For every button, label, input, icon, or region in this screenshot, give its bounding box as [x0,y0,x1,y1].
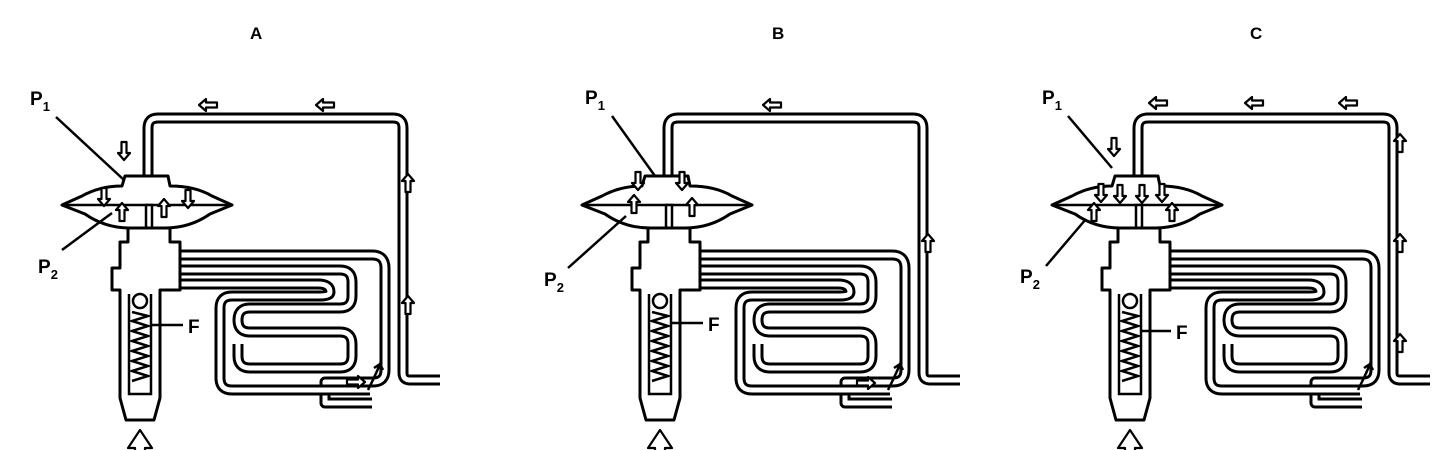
panel-c-f-label: F [1176,323,1188,344]
panel-c-title: C [1250,24,1262,43]
panel-c-p1-leader [1067,115,1113,169]
panel-a: A P1 P2 F [30,24,440,450]
panel-b-flow-arrow [761,97,783,113]
panel-a-flow-arrow [314,97,336,113]
panel-c-p2-leader [1045,218,1087,267]
panel-b-p2-label: P2 [544,270,564,295]
panel-a-p1-leader [55,116,125,181]
panel-c-p1-label: P1 [1042,88,1062,113]
panel-b-title: B [772,24,784,43]
panel-c-flow-arrow [1147,95,1169,111]
panel-a-p1-label: P1 [30,89,50,114]
panel-b-valve-assembly [582,118,960,450]
panel-a-valve-assembly [62,118,440,450]
panel-a-title: A [250,24,262,43]
panel-b-f-label: F [708,315,720,336]
panel-b-p2-leader [567,215,627,269]
panel-c: C P1 P2 F [1020,24,1430,450]
panel-c-flow-arrow [1243,95,1265,111]
panel-a-pressure-arrow [116,140,132,162]
panel-b-p1-label: P1 [585,88,605,113]
panel-c-flow-arrow [1337,95,1359,111]
panel-a-p2-leader [61,211,113,252]
panel-c-p2-label: P2 [1020,267,1040,292]
panel-a-f-label: F [188,317,200,338]
panel-c-valve-assembly [1052,118,1430,450]
panel-a-flow-arrow [197,97,219,113]
panel-a-p2-label: P2 [38,257,58,282]
panel-c-pressure-arrow [1106,136,1122,158]
panel-b-p1-leader [610,115,657,177]
panel-b: B P1 P2 F [544,24,960,450]
